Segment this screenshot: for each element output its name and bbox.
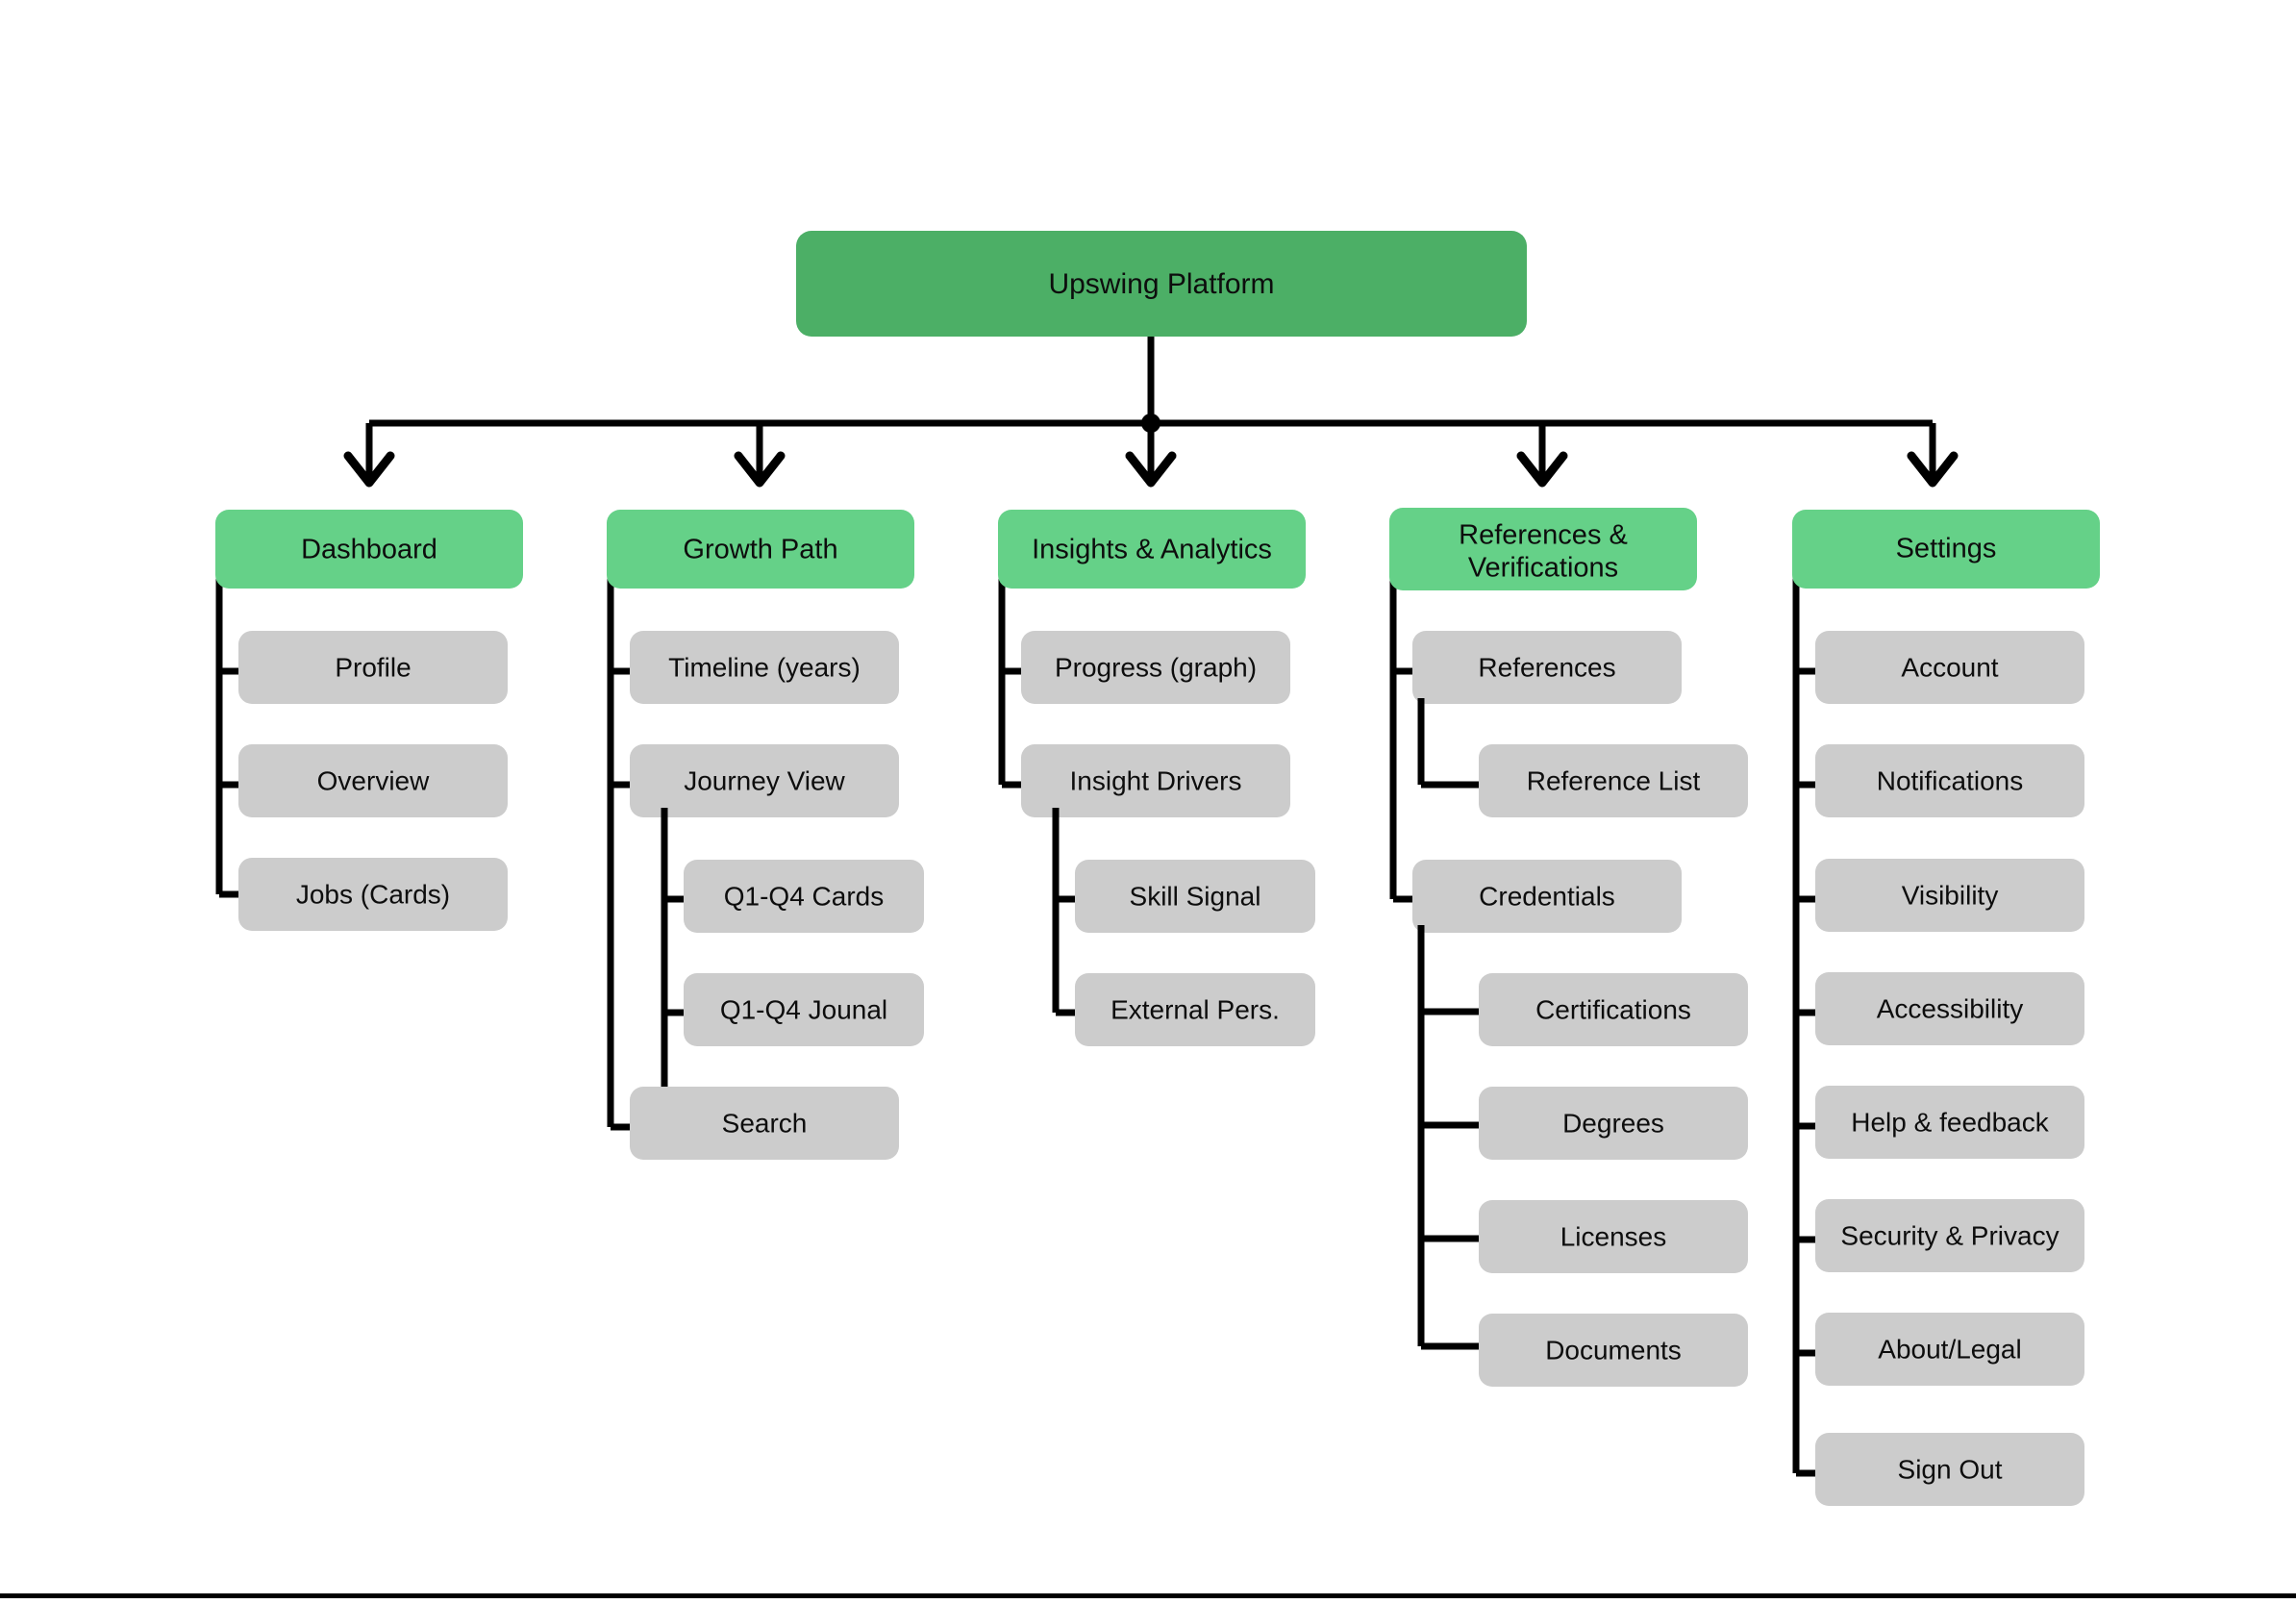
node-certifications[interactable] — [1479, 973, 1748, 1046]
node-sign-out-label: Sign Out — [1898, 1454, 2003, 1484]
node-credentials[interactable] — [1412, 860, 1682, 933]
node-timeline-years[interactable] — [630, 631, 899, 704]
node-insight-drivers-label: Insight Drivers — [1070, 765, 1242, 795]
node-certifications-label: Certifications — [1535, 994, 1691, 1024]
node-upswing-platform[interactable] — [796, 231, 1527, 337]
node-licenses[interactable] — [1479, 1200, 1748, 1273]
node-jobs-cards-label: Jobs (Cards) — [296, 879, 450, 909]
root-node-group: Upswing Platform — [796, 231, 1527, 337]
node-journey-view[interactable] — [630, 744, 899, 817]
node-credentials-label: Credentials — [1479, 881, 1615, 911]
node-settings-label: Settings — [1896, 534, 1997, 564]
node-external-pers[interactable] — [1075, 973, 1315, 1046]
node-profile[interactable] — [238, 631, 508, 704]
node-documents[interactable] — [1479, 1314, 1748, 1387]
node-help-feedback-label: Help & feedback — [1851, 1107, 2049, 1137]
node-visibility-label: Visibility — [1902, 880, 1999, 910]
node-q1-q4-cards[interactable] — [684, 860, 924, 933]
node-licenses-label: Licenses — [1560, 1221, 1667, 1251]
node-progress-graph[interactable] — [1021, 631, 1290, 704]
node-journey-view-label: Journey View — [684, 765, 845, 795]
branch-insights-analytics: Insights & Analytics Progress (graph) In… — [998, 510, 1315, 1046]
branch-dashboard: Dashboard Profile Overview Jobs (Cards) — [215, 510, 523, 931]
node-overview[interactable] — [238, 744, 508, 817]
node-dashboard[interactable] — [215, 510, 523, 589]
node-search[interactable] — [630, 1087, 899, 1160]
node-accessibility-label: Accessibility — [1877, 993, 2023, 1023]
branch-settings: Settings Account Notifications Visibilit… — [1792, 510, 2100, 1506]
node-degrees[interactable] — [1479, 1087, 1748, 1160]
node-account[interactable] — [1815, 631, 2084, 704]
arrowhead-dashboard — [343, 451, 395, 488]
node-about-legal[interactable] — [1815, 1313, 2084, 1386]
node-references-verifications-label-line2: Verifications — [1468, 553, 1618, 584]
node-dashboard-label: Dashboard — [301, 535, 437, 565]
node-q1-q4-journal[interactable] — [684, 973, 924, 1046]
node-timeline-years-label: Timeline (years) — [668, 652, 861, 682]
node-overview-label: Overview — [317, 765, 430, 795]
node-references[interactable] — [1412, 631, 1682, 704]
node-growth-path[interactable] — [607, 510, 914, 589]
node-settings[interactable] — [1792, 510, 2100, 589]
node-security-privacy-label: Security & Privacy — [1840, 1220, 2059, 1250]
arrowhead-settings — [1907, 451, 1959, 488]
node-accessibility[interactable] — [1815, 972, 2084, 1045]
node-insights-analytics-label: Insights & Analytics — [1032, 535, 1272, 565]
node-growth-path-label: Growth Path — [683, 535, 837, 565]
node-account-label: Account — [1901, 652, 1998, 682]
node-jobs-cards[interactable] — [238, 858, 508, 931]
node-security-privacy[interactable] — [1815, 1199, 2084, 1272]
node-references-label: References — [1478, 652, 1615, 682]
arrowhead-references — [1516, 451, 1568, 488]
node-insights-analytics[interactable] — [998, 510, 1306, 589]
node-profile-label: Profile — [335, 652, 411, 682]
node-references-verifications-label-line1: References & — [1459, 520, 1628, 551]
node-upswing-platform-label: Upswing Platform — [1048, 268, 1274, 300]
node-help-feedback[interactable] — [1815, 1086, 2084, 1159]
arrowhead-growth-path — [734, 451, 786, 488]
node-degrees-label: Degrees — [1562, 1108, 1664, 1138]
branch-growth-path: Growth Path Timeline (years) Journey Vie… — [607, 510, 924, 1160]
node-documents-label: Documents — [1545, 1335, 1682, 1365]
node-notifications-label: Notifications — [1877, 765, 2024, 795]
node-q1-q4-journal-label: Q1-Q4 Jounal — [720, 994, 887, 1024]
node-visibility[interactable] — [1815, 859, 2084, 932]
arrowhead-insights — [1125, 451, 1177, 488]
node-reference-list[interactable] — [1479, 744, 1748, 817]
node-references-verifications[interactable] — [1389, 508, 1697, 590]
node-sign-out[interactable] — [1815, 1433, 2084, 1506]
node-progress-graph-label: Progress (graph) — [1055, 652, 1257, 682]
branch-references-verifications: References & Verifications References Re… — [1389, 508, 1748, 1387]
node-external-pers-label: External Pers. — [1111, 994, 1280, 1024]
node-skill-signal-label: Skill Signal — [1130, 881, 1261, 911]
node-reference-list-label: Reference List — [1527, 765, 1701, 795]
root-connectors — [343, 337, 1959, 488]
node-q1-q4-cards-label: Q1-Q4 Cards — [724, 881, 885, 911]
node-search-label: Search — [722, 1108, 808, 1138]
node-skill-signal[interactable] — [1075, 860, 1315, 933]
node-about-legal-label: About/Legal — [1878, 1334, 2021, 1364]
page-bottom-rule — [0, 1593, 2296, 1598]
node-notifications[interactable] — [1815, 744, 2084, 817]
node-insight-drivers[interactable] — [1021, 744, 1290, 817]
